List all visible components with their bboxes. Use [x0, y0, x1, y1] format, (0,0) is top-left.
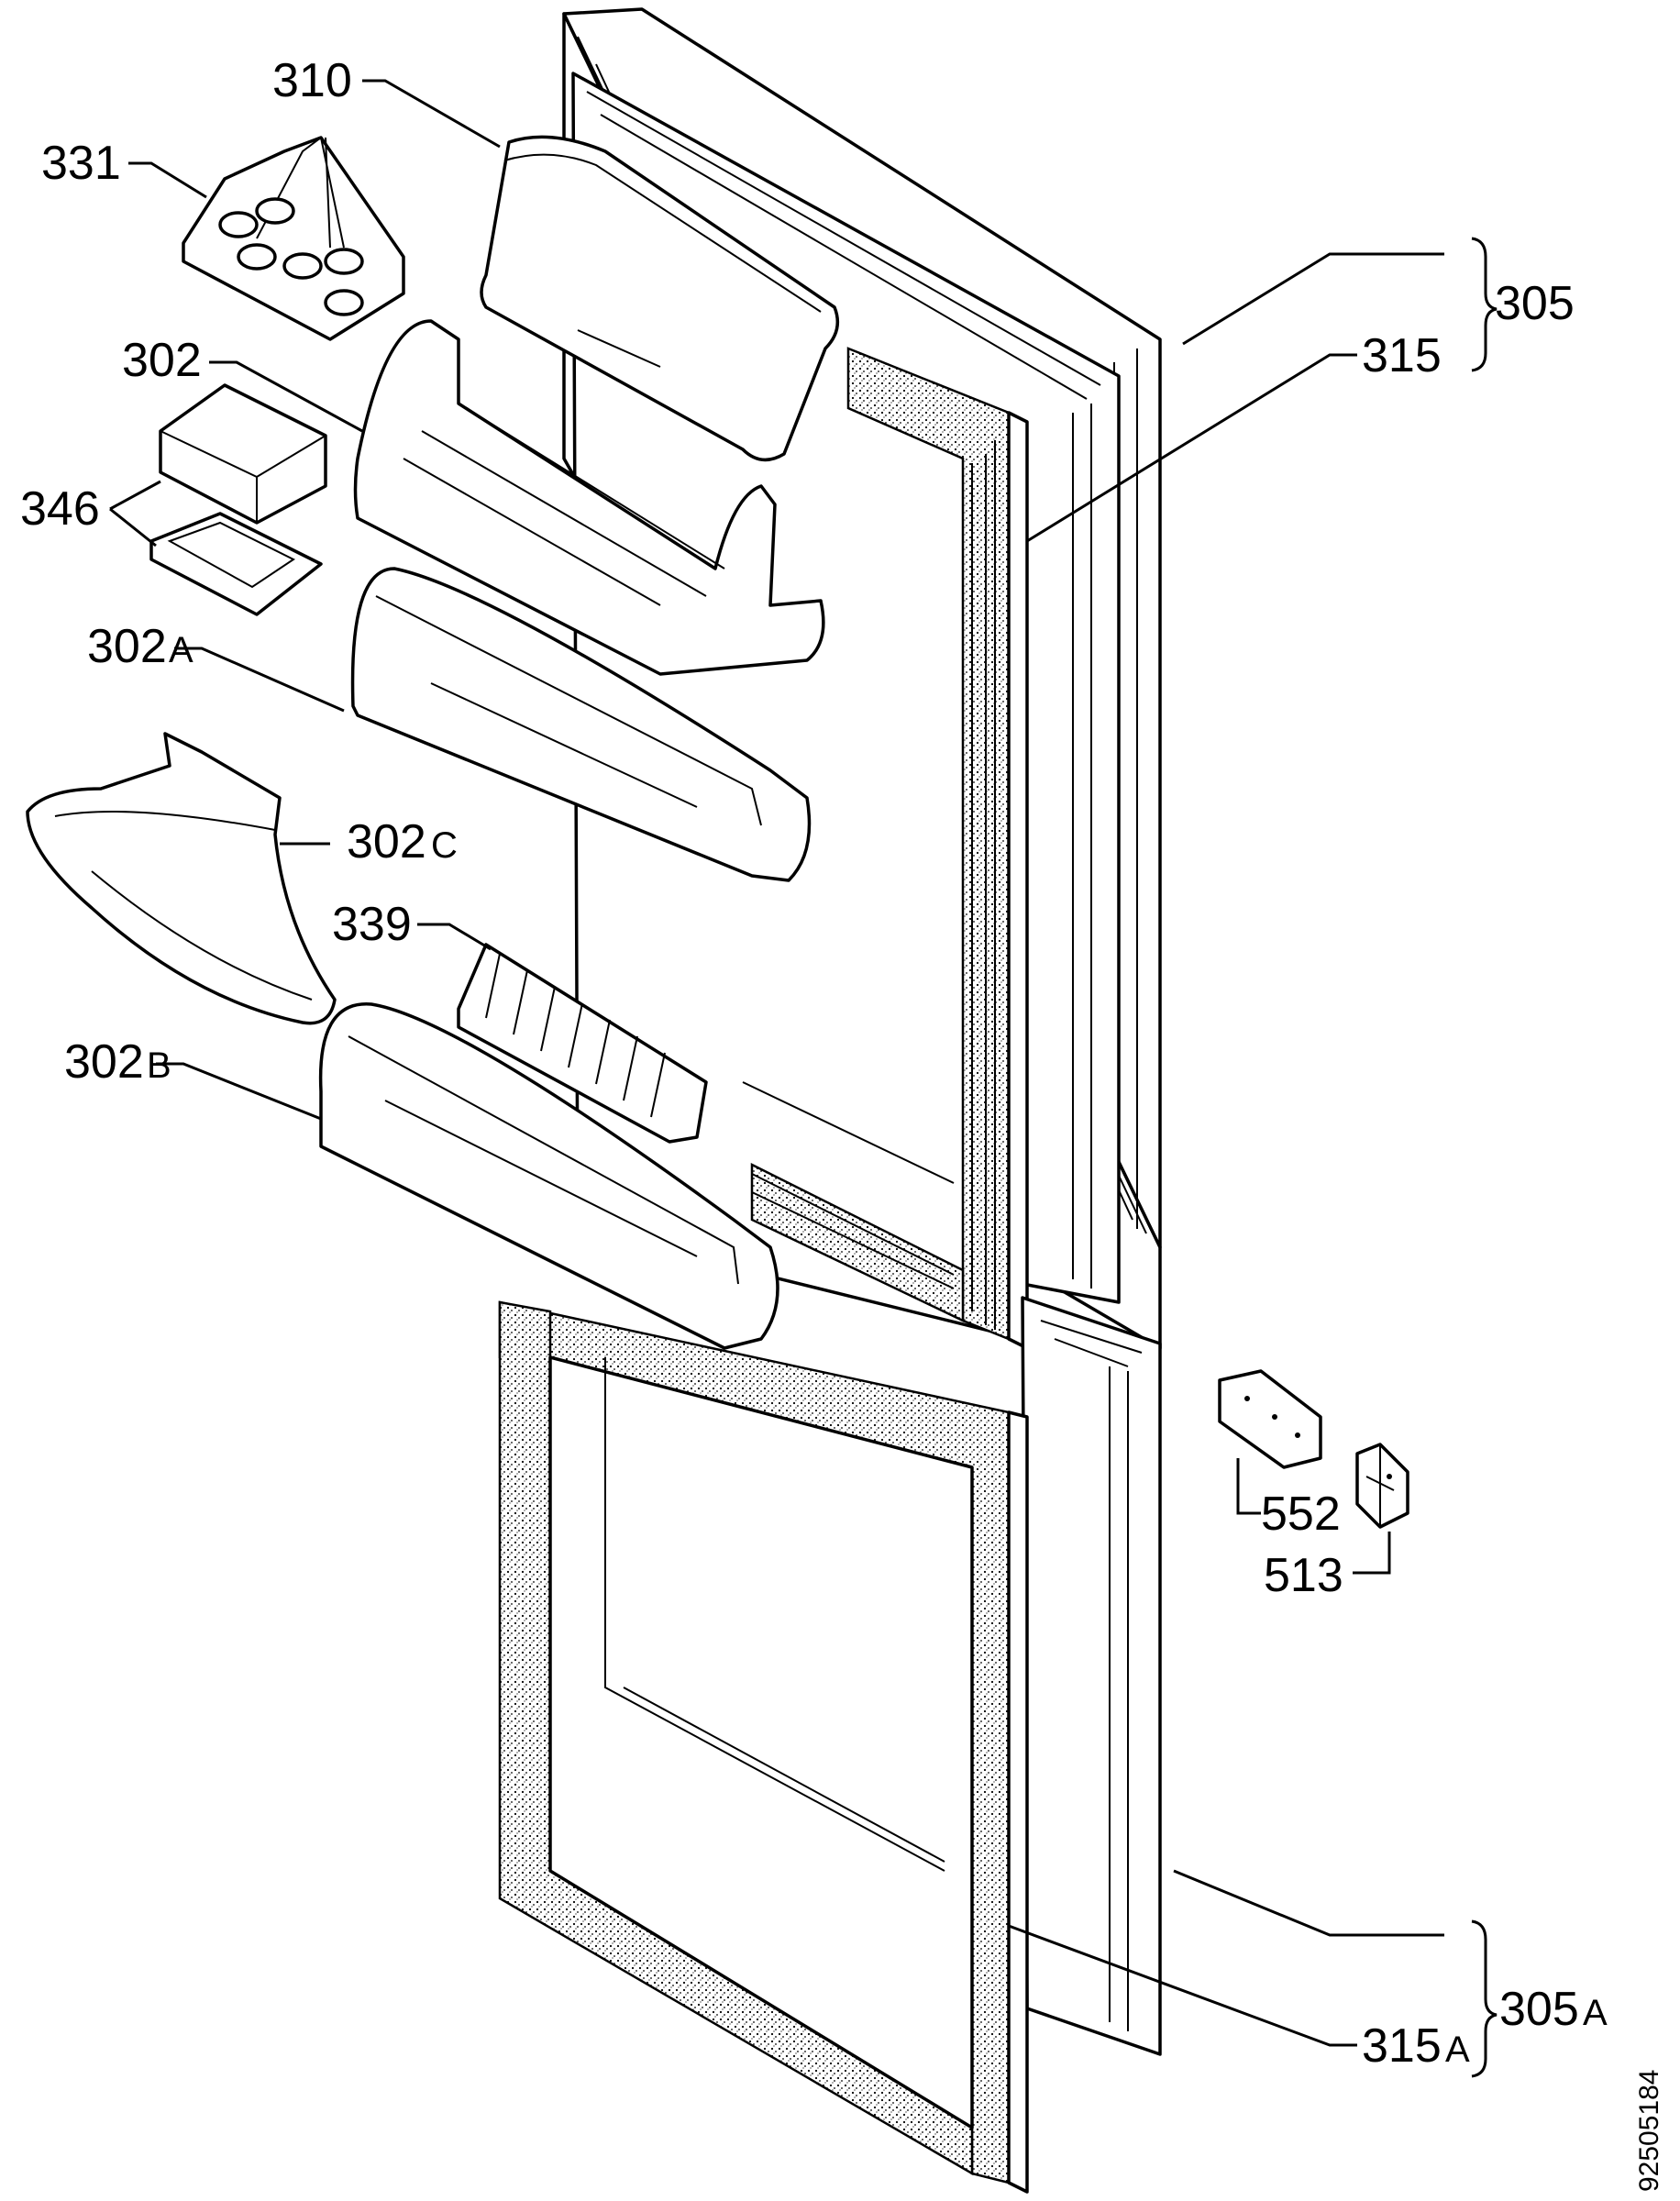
label-315a-suffix: A: [1445, 2030, 1470, 2070]
label-302c-suffix: C: [431, 825, 458, 866]
dairy-cover-310: [480, 135, 840, 462]
label-315a: 315: [1362, 2019, 1442, 2073]
label-331: 331: [41, 137, 121, 190]
label-315: 315: [1362, 329, 1442, 382]
label-302b-suffix: B: [147, 1045, 171, 1086]
lower-door-305a: [498, 1296, 1162, 2194]
label-305a-suffix: A: [1583, 1993, 1608, 2033]
label-305a: 305: [1499, 1983, 1579, 2036]
label-302b: 302: [64, 1035, 144, 1089]
label-302a: 302: [87, 620, 167, 673]
bracket-513: [1355, 1443, 1409, 1529]
label-302: 302: [122, 334, 202, 387]
shelf-divider-339: [457, 943, 708, 1144]
door-bin-302a: [350, 567, 812, 882]
brace-305: [1471, 237, 1498, 372]
leader-lines: [109, 79, 1444, 2047]
butter-box-346: [149, 383, 327, 616]
label-513: 513: [1264, 1549, 1343, 1602]
label-302c: 302: [347, 815, 426, 868]
door-bin-302: [353, 319, 825, 676]
label-305: 305: [1495, 277, 1575, 330]
label-339: 339: [332, 898, 412, 951]
egg-tray-331: [182, 136, 405, 341]
brace-305a: [1471, 1919, 1498, 2078]
label-310: 310: [272, 54, 352, 107]
door-bin-302b: [318, 1002, 779, 1350]
label-552: 552: [1261, 1488, 1341, 1541]
part-labels: 310 331 302 346 302 A 302 C 339 302 B 30…: [20, 54, 1608, 2073]
bottle-holder-302c: [26, 732, 337, 1025]
hinge-plate-552: [1218, 1369, 1322, 1469]
document-number: 92505184: [1634, 2070, 1664, 2192]
label-346: 346: [20, 482, 100, 536]
label-302a-suffix: A: [169, 630, 193, 670]
